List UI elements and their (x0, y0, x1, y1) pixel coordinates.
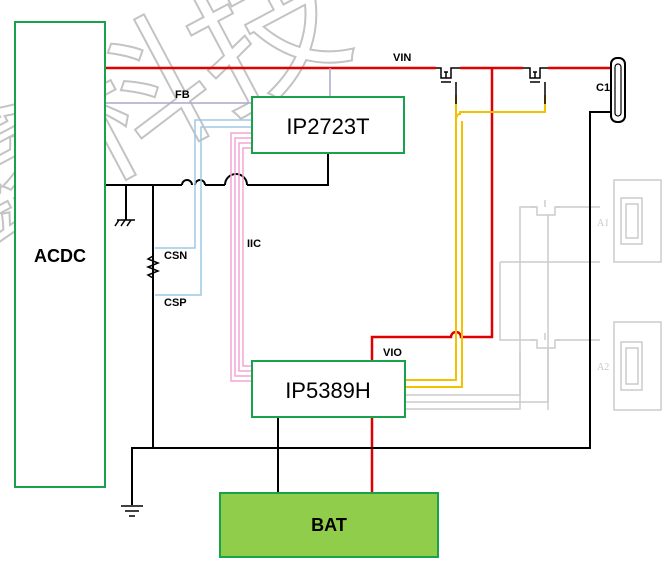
mosfet-vin-1 (436, 66, 460, 83)
iic-label: IIC (247, 238, 261, 250)
mosfet-vin-2 (523, 66, 548, 83)
a2-label: A2 (597, 362, 609, 373)
ip2723t-label: IP2723T (286, 114, 369, 139)
ground-symbol-acdc (114, 219, 135, 227)
ip2723t-chip: IP2723T (251, 96, 405, 154)
acdc-block: ACDC (14, 21, 106, 488)
ip5389h-chip: IP5389H (251, 360, 406, 418)
vio-label: VIO (383, 347, 402, 359)
csn-label: CSN (164, 250, 187, 262)
usb-a-port-a2 (613, 321, 662, 411)
mosfet-a2 (531, 333, 560, 349)
mosfet-a1 (531, 200, 560, 216)
ip5389h-label: IP5389H (285, 378, 371, 403)
iic-bus (230, 132, 252, 382)
ground-wires (105, 111, 615, 505)
battery-block: BAT (219, 492, 439, 558)
mosfet-stubs (455, 82, 546, 104)
shunt-resistor (145, 248, 161, 295)
inactive-port-wiring (405, 206, 600, 410)
acdc-label: ACDC (34, 246, 86, 266)
sense-lines (155, 119, 252, 296)
usb-c-port-c1 (610, 57, 626, 123)
a1-label: A1 (597, 218, 609, 229)
usb-a-port-a1 (613, 179, 662, 263)
gate-signal-lines (405, 95, 546, 388)
fb-line (105, 68, 331, 104)
csp-label: CSP (164, 297, 187, 309)
wire-crossings (181, 173, 248, 186)
vin-label: VIN (393, 52, 411, 64)
c1-label: C1 (596, 82, 610, 94)
ground-symbol-main (121, 505, 143, 517)
battery-label: BAT (311, 515, 347, 535)
fb-label: FB (175, 89, 190, 101)
